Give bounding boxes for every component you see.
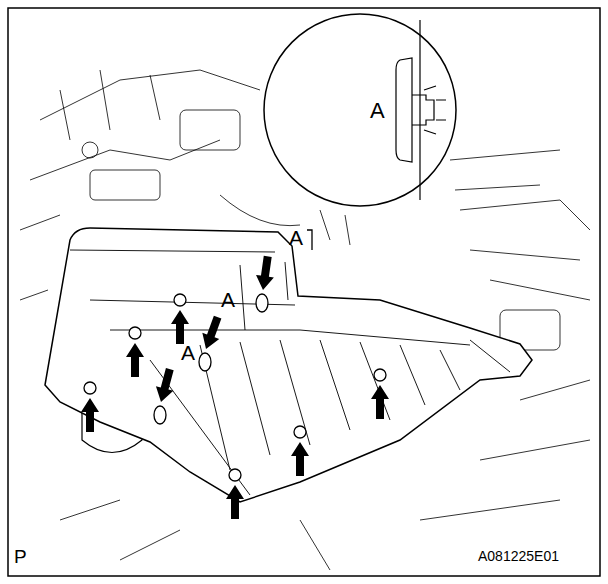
clip-label: A: [289, 227, 303, 248]
figure-code: A081225E01: [478, 549, 559, 563]
clip-label: A: [221, 289, 235, 310]
view-mark: P: [14, 547, 27, 566]
detail-label: A: [370, 100, 385, 122]
clip-label: A: [181, 342, 195, 363]
